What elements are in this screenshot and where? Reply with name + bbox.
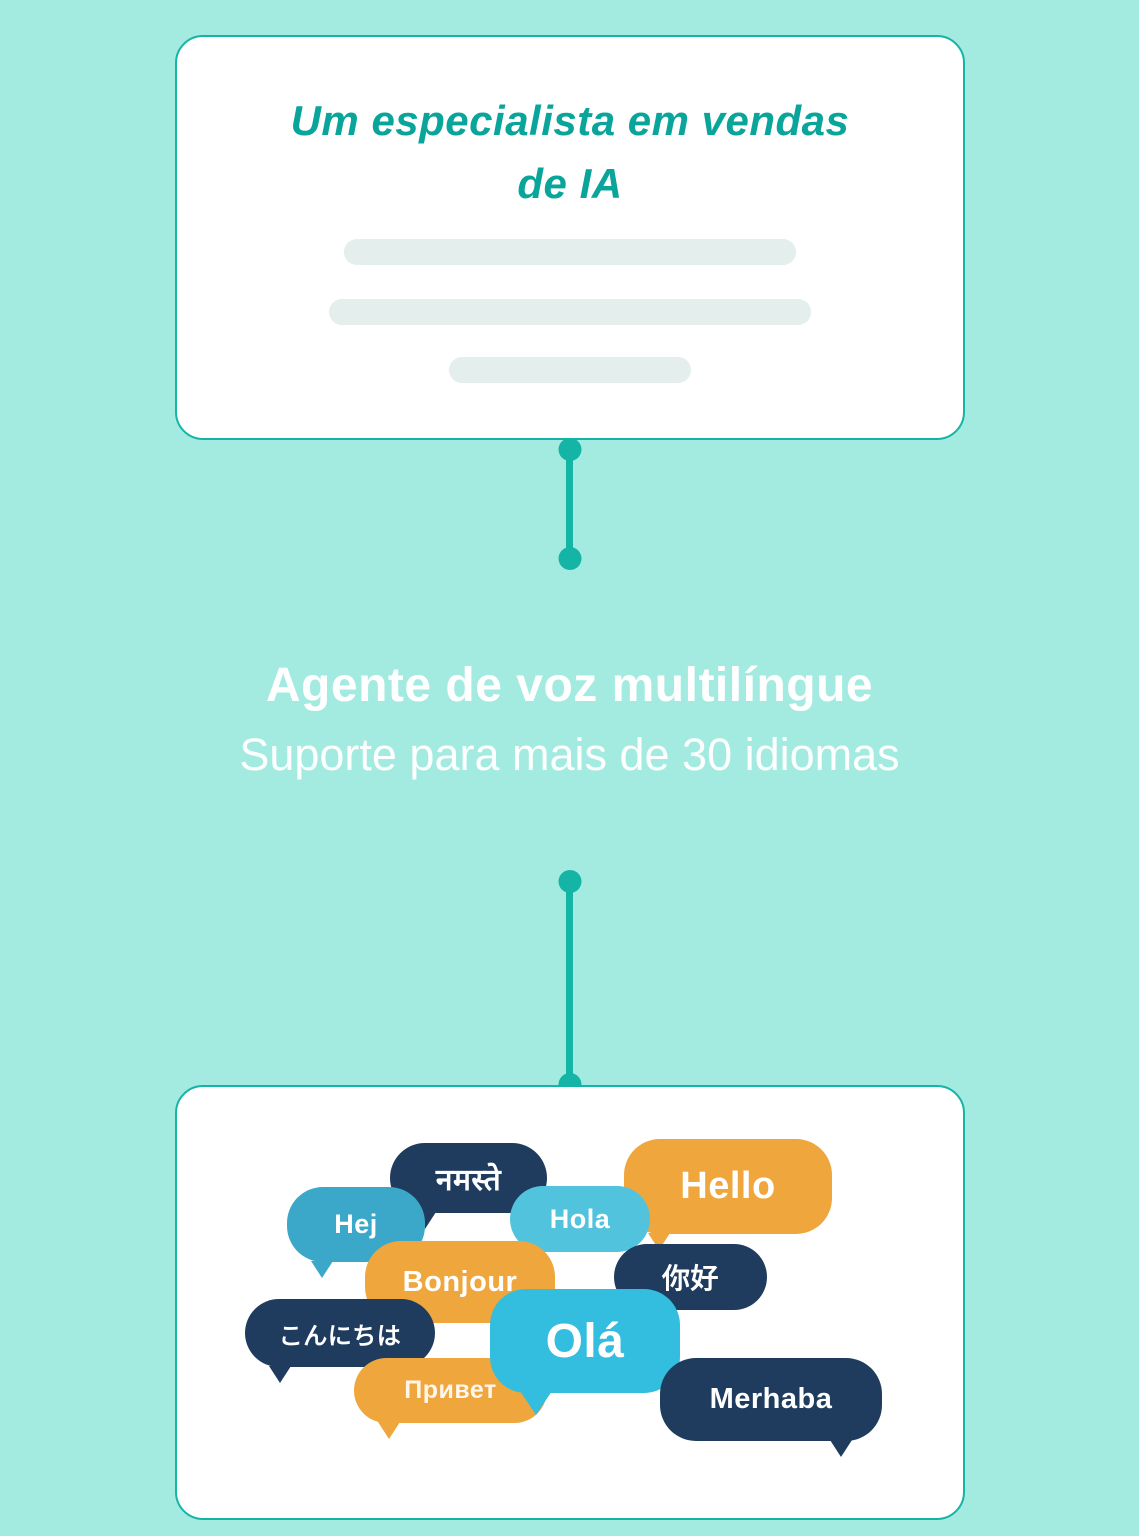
greeting-label: Bonjour [402,1265,518,1298]
section-subheading: Suporte para mais de 30 idiomas [239,729,900,780]
speech-bubble-chinese: 你好 [614,1244,767,1310]
connector-line-bottom [558,870,581,1096]
greeting-label: 你好 [661,1263,719,1294]
faded-text-line [449,357,691,383]
speech-bubble-english: Hello [624,1139,832,1250]
speech-bubble-portuguese: Olá [490,1289,680,1415]
connector-line-top [558,438,581,570]
greeting-label: Olá [545,1314,625,1368]
connector-dot [558,438,581,461]
greeting-label: नमस्ते [435,1163,502,1197]
speech-bubble-spanish: Hola [510,1186,650,1252]
connector-dot [558,870,581,893]
connector-dot [558,547,581,570]
speech-bubble-japanese: こんにちは [245,1299,435,1383]
languages-illustration-card: नमस्ते Hej Hello Hola 你好 Bonjour こんにちは П… [175,1085,965,1520]
greeting-label: こんにちは [278,1322,402,1350]
card-title-line1: Um especialista em vendas [290,97,850,144]
ai-sales-specialist-card: Um especialista em vendas de IA [175,35,965,440]
greeting-label: Hola [549,1203,611,1234]
multilingual-agent-section: Agente de voz multilíngue Suporte para m… [0,658,1139,781]
greeting-label: Merhaba [709,1383,833,1415]
section-heading: Agente de voz multilíngue [265,659,874,712]
greeting-label: Привет [404,1376,497,1404]
speech-bubble-turkish: Merhaba [660,1358,882,1457]
card-title-line2: de IA [517,160,623,207]
faded-text-line [329,299,811,325]
greeting-label: Hello [680,1165,776,1207]
faded-text-line [344,239,796,265]
greeting-label: Hej [334,1209,378,1239]
speech-bubble-french: Bonjour [365,1241,555,1323]
card-title: Um especialista em vendas de IA [177,89,963,215]
